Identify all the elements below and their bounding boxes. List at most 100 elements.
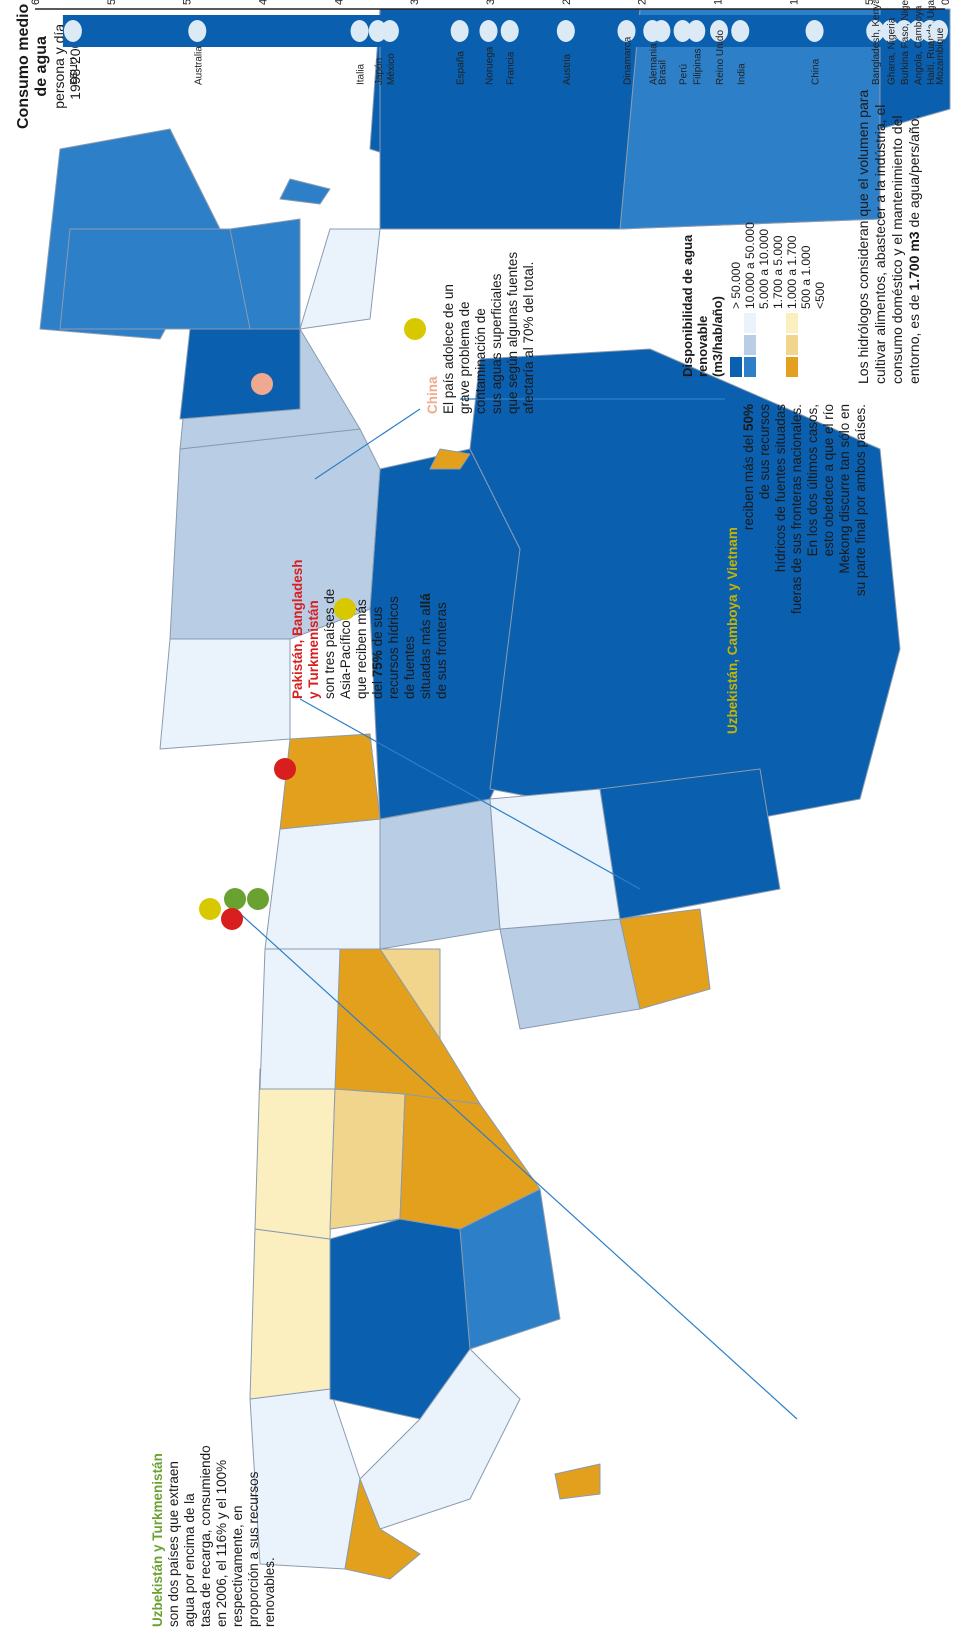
annotation-pak-line-1: son tres países de xyxy=(322,588,337,699)
region-mexico xyxy=(299,228,381,330)
annotation-pak-line-3: que reciben más xyxy=(354,599,369,699)
footnote-line-4a: entorno, es de xyxy=(906,290,922,384)
annotation-china-title: China xyxy=(425,376,440,414)
map-legend: Disponibilidad de agua renovable (m3/hab… xyxy=(680,222,827,377)
region-japan xyxy=(429,448,471,470)
consumption-point xyxy=(188,20,207,42)
footnote-line-3: consumo doméstico y el mantenimiento del xyxy=(889,115,905,384)
consumption-point-label: Burkina Faso, Niger xyxy=(900,0,911,85)
annotation-ucv-line-1a: reciben más del xyxy=(741,431,756,531)
annotation-pak-line-7a: situadas más a xyxy=(418,608,433,699)
annotation-ucv-line-3: hídricos de fuentes situadas xyxy=(773,404,788,573)
consumption-point-label: Reino Unido xyxy=(715,30,726,85)
region-new-zealand xyxy=(279,178,331,205)
consumption-point xyxy=(479,20,498,42)
annotation-china-line: afectaría al 70% del total. xyxy=(521,261,536,414)
axis-tick-label: 150 xyxy=(713,0,725,5)
legend-label: 5.000 a 10.000 xyxy=(757,228,771,309)
annotation-uzb-turk-line: tasa de recarga, consumiendo xyxy=(198,1445,213,1627)
footnote: Los hidrólogos consideran que el volumen… xyxy=(855,90,923,384)
region-sahara-west xyxy=(249,1228,331,1400)
axis-tick-label: 50 xyxy=(864,0,876,5)
marker-cambodia-yellow xyxy=(334,598,356,620)
annotation-uzb-turk-line: en 2006, el 116% y el 100% xyxy=(214,1459,229,1627)
consumption-point-label: Perú xyxy=(679,64,690,85)
annotation-pak-line-4a: del xyxy=(370,677,385,699)
consumption-point-label: Dinamarca xyxy=(623,36,634,85)
annotation-china-line: grave problema de xyxy=(457,301,472,414)
region-brazil xyxy=(179,328,301,420)
marker-uzbekistan-green xyxy=(224,888,246,910)
region-madagascar xyxy=(554,1463,601,1500)
annotation-china-line: sus aguas superficiales xyxy=(489,273,504,414)
region-iran xyxy=(264,818,381,950)
legend-title-1: Disponibilidad de agua xyxy=(680,234,695,377)
annotation-uzb-turk-title-a: Uzbekistán xyxy=(150,1555,165,1627)
annotation-china-line: que según algunas fuentes xyxy=(505,251,520,414)
axis-tick-label: 0 xyxy=(940,0,952,5)
annotation-pak-title-2: y Turkmenistán xyxy=(306,600,321,699)
leader-pakistan xyxy=(299,698,641,890)
annotation-ucv-line-8: su parte final por ambos países. xyxy=(853,404,868,597)
annotation-uzb-turk-line: son dos países que extraen xyxy=(166,1461,181,1627)
consumption-point-label: India xyxy=(736,63,747,85)
consumption-point xyxy=(350,20,369,42)
consumption-point xyxy=(731,20,750,42)
legend-swatch-1 xyxy=(730,357,742,377)
consumption-point-label: Mozambique xyxy=(935,27,946,85)
axis-tick-label: 450 xyxy=(258,0,270,5)
leader-china xyxy=(314,408,421,480)
consumption-point xyxy=(929,20,948,42)
region-north-russia xyxy=(469,348,901,830)
footnote-line-4c: de agua/pers/año. xyxy=(906,114,922,232)
consumption-point xyxy=(805,20,824,42)
region-south-africa-west xyxy=(344,1478,421,1580)
region-south-america-north xyxy=(59,228,251,330)
consumption-point-label: Brasil xyxy=(657,60,668,85)
consumption-point-label: Bangladesh, Kenya xyxy=(871,0,882,85)
consumption-point-label: Francia xyxy=(506,51,517,85)
legend-swatch-5 xyxy=(786,357,798,377)
consumption-point xyxy=(500,20,519,42)
region-sahara-east xyxy=(254,1068,336,1240)
annotation-pak-line-4b: 75% xyxy=(370,650,385,678)
annotation-pak-line-4c: de sus xyxy=(370,606,385,651)
axis-tick-label: 350 xyxy=(409,0,421,5)
marker-uzbekistan-yellow xyxy=(199,898,221,920)
consumption-point-label: China xyxy=(811,58,822,85)
consumption-point-label: Italia xyxy=(356,63,367,85)
legend-title-3: (m3/hab/año) xyxy=(710,296,725,377)
consumption-point-label: España xyxy=(456,51,467,85)
annotation-uzb-cam-viet: Uzbekistán, Camboya y Vietnam reciben má… xyxy=(725,404,869,734)
consumption-point xyxy=(380,20,399,42)
consumption-point-label: Australia xyxy=(193,46,204,85)
legend-label: 500 a 1.000 xyxy=(799,245,813,309)
annotation-uzb-turk-title-mid: y xyxy=(150,1540,165,1556)
annotation-ucv-line-2: de sus recursos xyxy=(757,404,772,500)
consumption-point xyxy=(652,20,671,42)
consumption-point xyxy=(881,20,900,42)
region-europe-west xyxy=(499,918,641,1030)
consumption-point xyxy=(866,20,885,42)
legend-title-2: renovable xyxy=(695,315,710,377)
legend-label: <500 xyxy=(813,281,827,309)
annotation-uzb-turk: Uzbekistán y Turkmenistán son dos países… xyxy=(150,1445,278,1627)
footnote-line-1: Los hidrólogos consideran que el volumen… xyxy=(855,89,871,384)
leader-uzb-turk xyxy=(234,908,798,1420)
legend-swatch-2c xyxy=(744,313,756,333)
legend-label: 10.000 a 50.000 xyxy=(743,222,757,309)
annotation-ucv-line-1b: 50% xyxy=(741,404,756,432)
consumption-point-label: Noruega xyxy=(484,46,495,85)
axis-tick-label: 200 xyxy=(637,0,649,5)
consumption-point-label: Japón xyxy=(374,58,385,85)
marker-turkmenistan-green xyxy=(247,888,269,910)
region-spain xyxy=(619,908,711,1010)
annotation-uzb-turk-line: respectivamente, en xyxy=(230,1505,245,1627)
axis-tick-label: 400 xyxy=(333,0,345,5)
annotation-pak-line-5: recursos hídricos xyxy=(386,596,401,699)
consumption-point xyxy=(687,20,706,42)
consumption-point-label: Filipinas xyxy=(692,48,703,85)
region-north-africa-west xyxy=(249,1388,361,1570)
